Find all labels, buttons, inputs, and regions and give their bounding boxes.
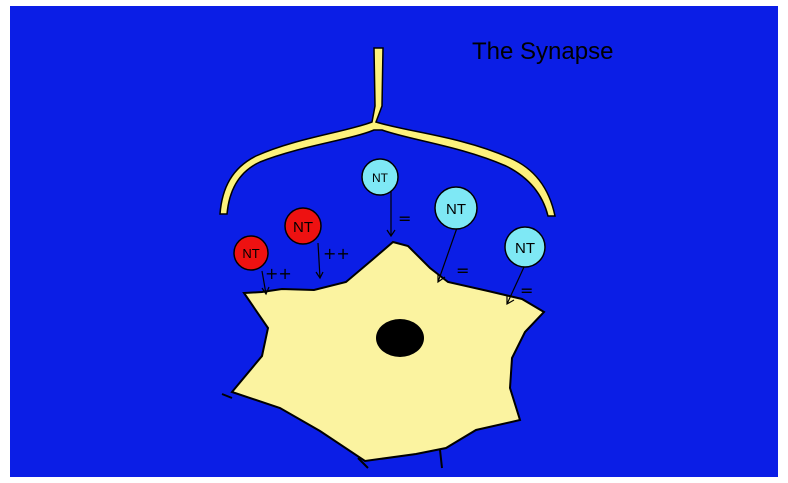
synapse-diagram: NT NT NT NT NT ++ ++ = = = The Synapse: [10, 6, 778, 477]
diagram-title: The Synapse: [472, 38, 613, 66]
nt-label: NT: [372, 171, 389, 185]
synapse-drawing: NT NT NT NT NT ++ ++ = = =: [10, 6, 778, 477]
sign-inhibitory-1: =: [398, 209, 411, 228]
nt-label: NT: [515, 240, 535, 257]
sign-inhibitory-2: =: [456, 261, 469, 280]
nt-label: NT: [446, 201, 466, 218]
nt-inhibitory-3: NT: [505, 227, 545, 267]
nucleus: [376, 319, 424, 357]
nt-label: NT: [242, 246, 259, 261]
sign-inhibitory-3: =: [520, 281, 533, 300]
sign-excitatory-1: ++: [265, 264, 292, 283]
nt-inhibitory-1: NT: [362, 159, 398, 195]
nt-excitatory-2: NT: [285, 208, 321, 244]
sign-excitatory-2: ++: [323, 244, 350, 263]
nt-label: NT: [293, 219, 313, 236]
nt-inhibitory-2: NT: [435, 187, 477, 229]
nt-excitatory-1: NT: [234, 236, 268, 270]
